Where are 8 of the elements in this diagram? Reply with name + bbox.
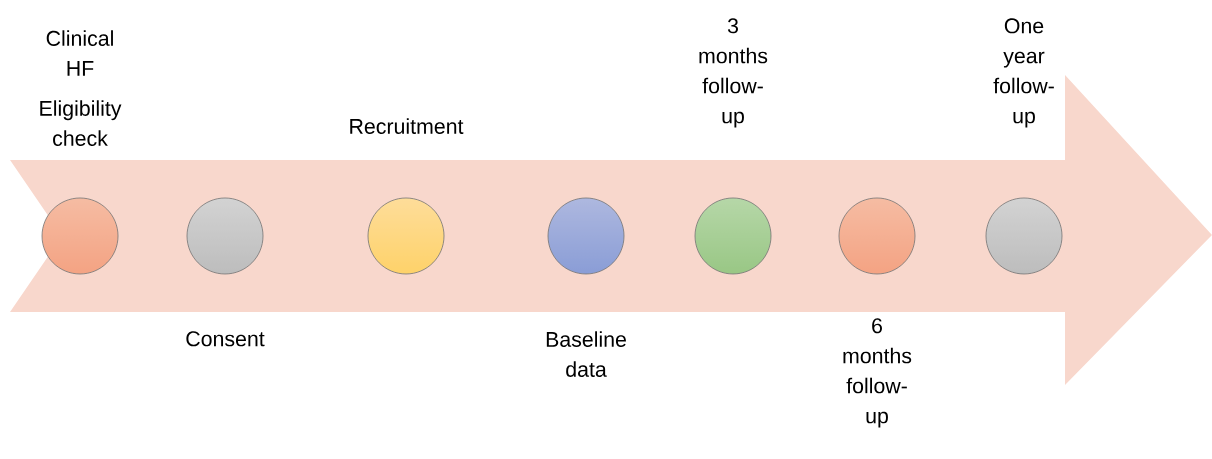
milestone-label: Recruitment: [350, 118, 464, 134]
milestone-label: 3 months follow-up: [699, 18, 768, 128]
milestone-label: Eligibility check: [40, 100, 122, 146]
milestone-label: Baseline data: [546, 331, 626, 377]
milestone-label: 6 months follow-up: [843, 318, 912, 428]
milestone-label: One year follow-up: [993, 18, 1054, 128]
milestone-label: Consent: [186, 331, 265, 347]
milestone-label: Clinical HF: [46, 30, 113, 76]
